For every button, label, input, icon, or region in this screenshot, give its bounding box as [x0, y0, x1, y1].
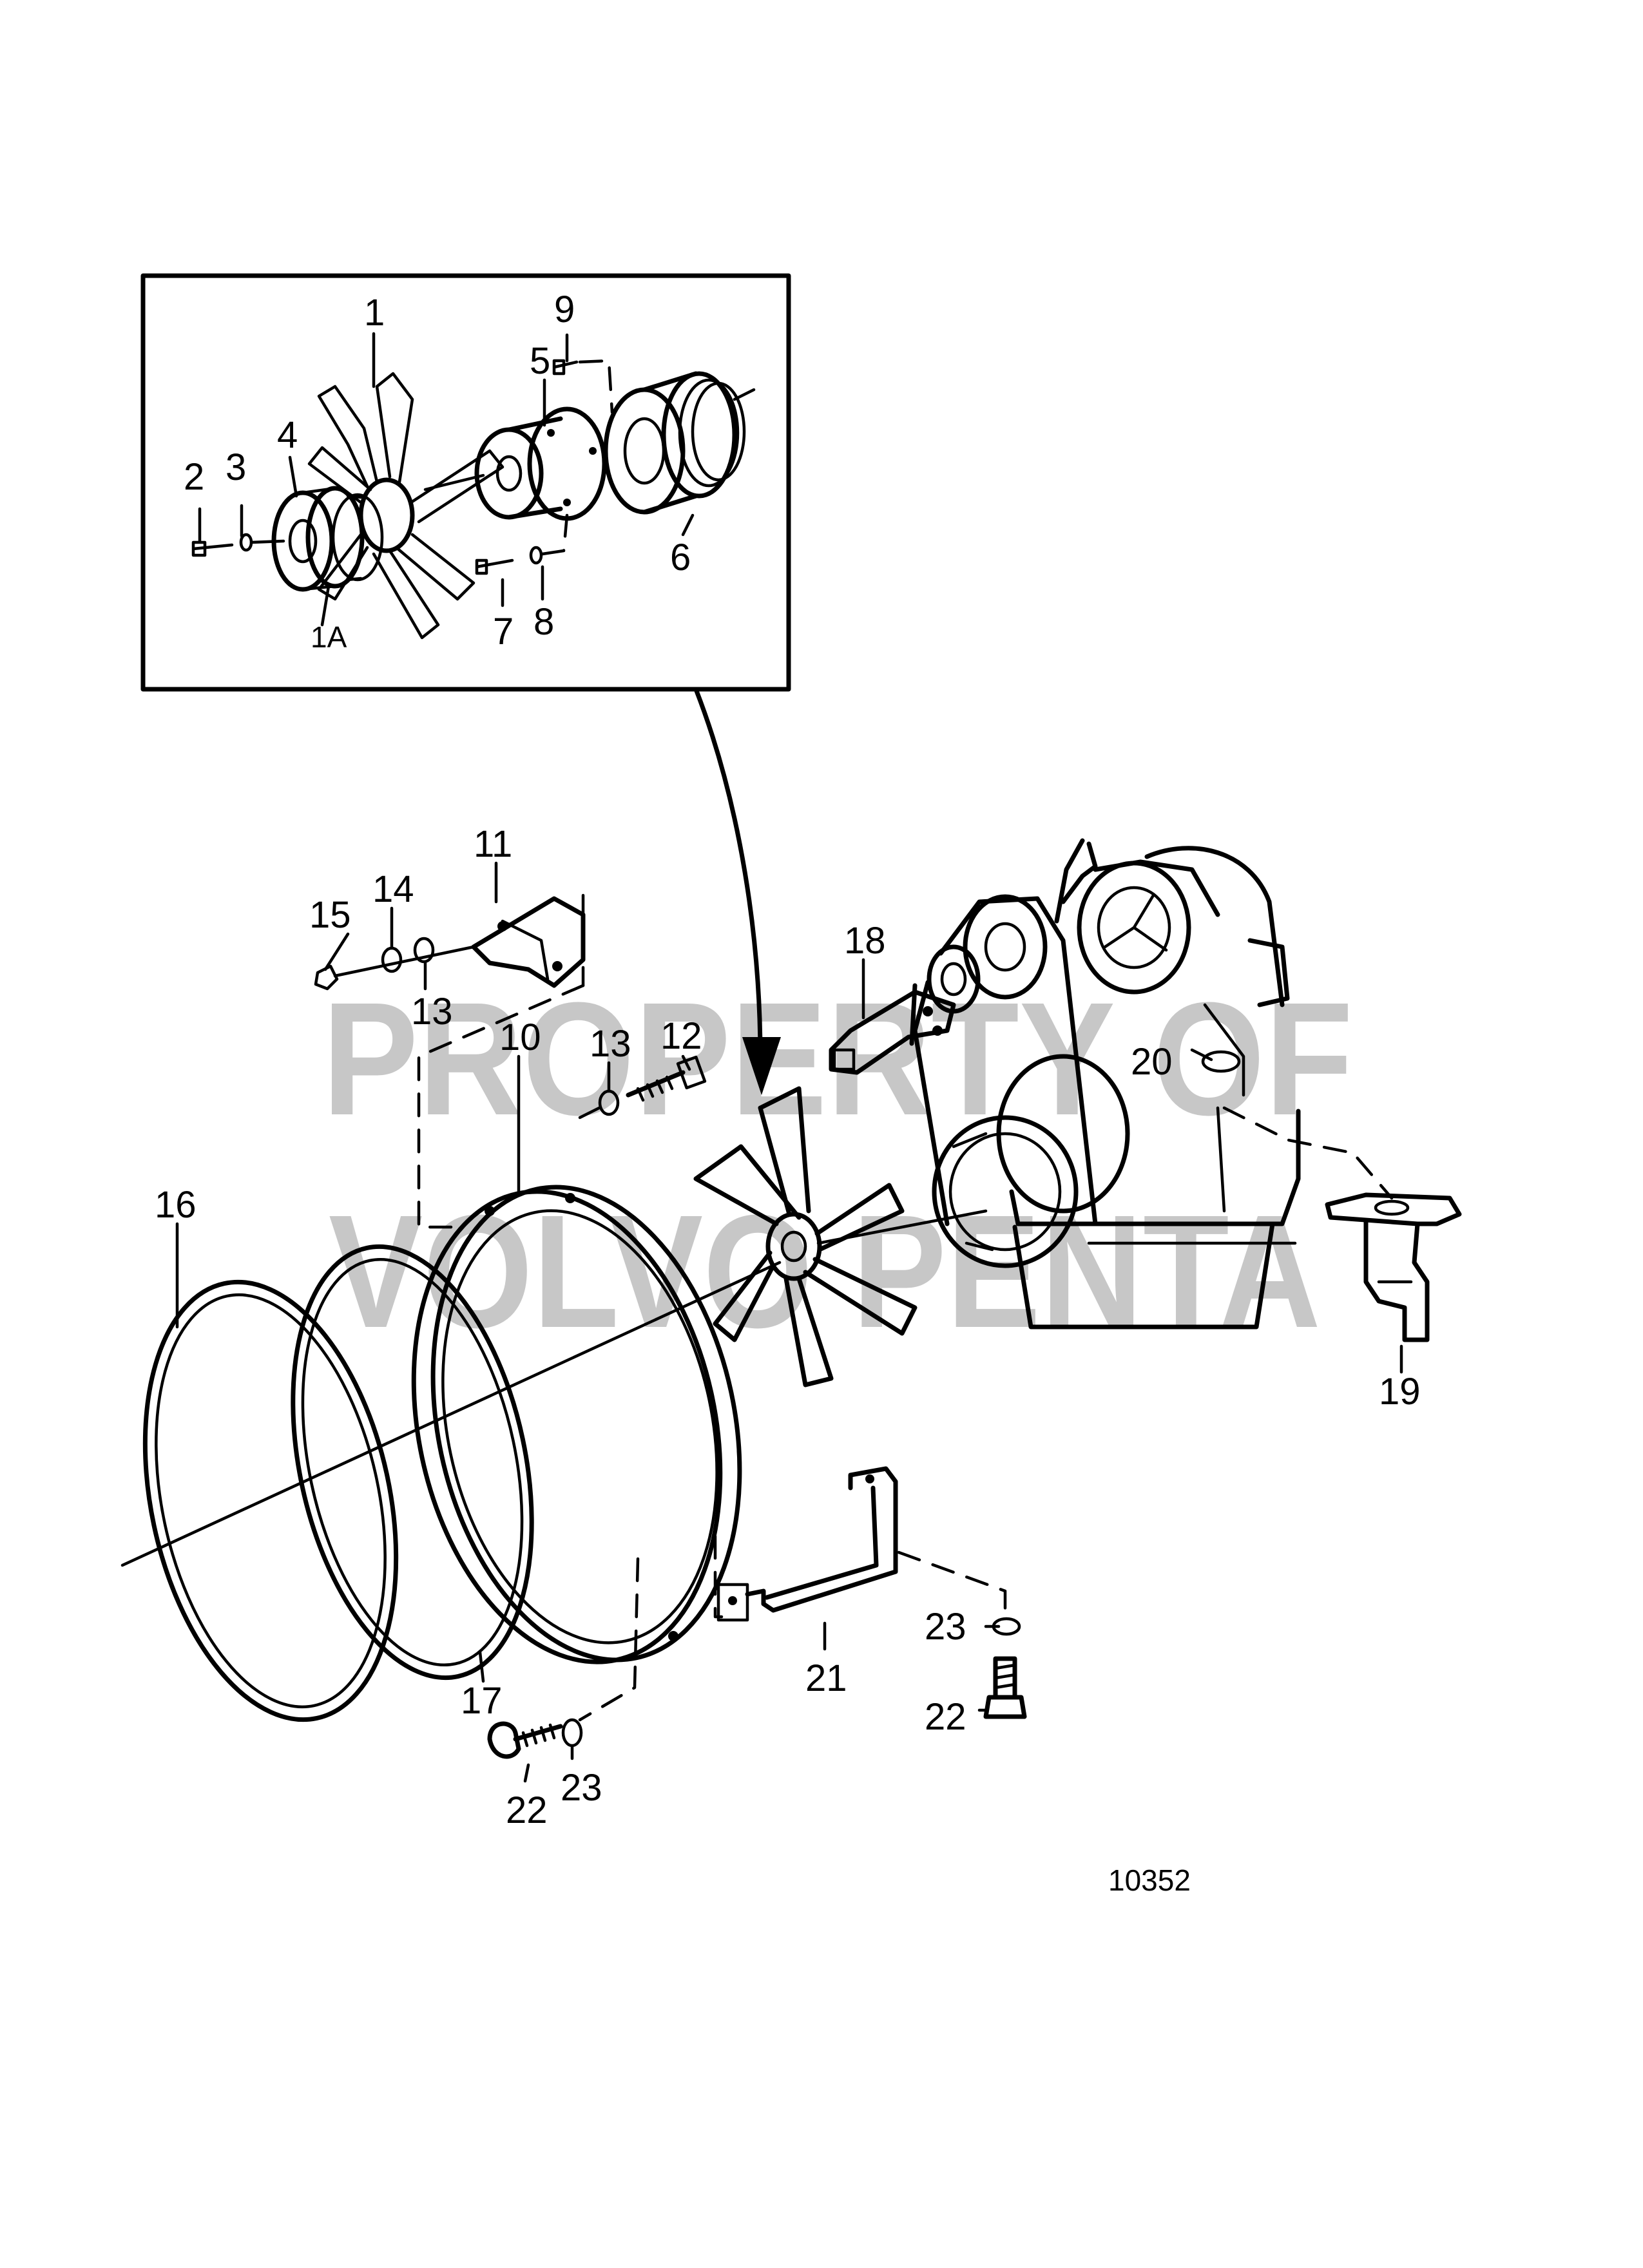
- callout-23b: 23: [561, 1767, 602, 1809]
- callout-9: 9: [554, 289, 575, 330]
- watermark-line-2: VOLVO PENTA: [329, 1181, 1321, 1361]
- callout-19: 19: [1379, 1371, 1421, 1413]
- watermark-line-1: PROPERTY OF: [322, 969, 1353, 1148]
- bolt-22-right: [983, 1656, 1027, 1719]
- seal-ring-16: [142, 1279, 399, 1722]
- callout-15: 15: [309, 894, 351, 936]
- washer-13-upper: [413, 937, 435, 964]
- inset-washer-8: [529, 546, 543, 565]
- callout-2: 2: [184, 456, 204, 498]
- callout-20: 20: [1131, 1041, 1173, 1083]
- callout-1: 1: [364, 292, 385, 334]
- callout-12: 12: [660, 1015, 702, 1057]
- inset-bolt: [191, 540, 234, 557]
- callout-8: 8: [533, 601, 554, 643]
- callout-23a: 23: [925, 1606, 966, 1648]
- callout-22a: 22: [925, 1696, 966, 1738]
- callout-10: 10: [499, 1016, 541, 1058]
- inset-bolt-9: [552, 359, 579, 376]
- callout-3: 3: [226, 446, 246, 488]
- seal-ring-17: [291, 1244, 534, 1681]
- inset-detail-box: [140, 273, 791, 692]
- inset-fan-blade: [307, 372, 504, 640]
- callout-22b: 22: [506, 1789, 548, 1831]
- watermark: PROPERTY OF VOLVO PENTA: [322, 969, 1353, 1361]
- fan: [693, 1086, 988, 1387]
- callout-7: 7: [493, 611, 514, 653]
- center-axis: [120, 1261, 782, 1567]
- pointer-arrow: [693, 687, 763, 1059]
- washer-23-left: [561, 1718, 583, 1748]
- bolt-22-left: [487, 1721, 563, 1759]
- callout-16: 16: [155, 1184, 197, 1226]
- water-pump: [1077, 859, 1220, 995]
- callout-13b: 13: [590, 1023, 631, 1065]
- callout-13a: 13: [411, 991, 453, 1033]
- bracket-18: [829, 989, 956, 1075]
- callout-labels: 1 1A 2 3 4 5 6 7 8 9 10 11 12 13 13 14 1…: [155, 289, 1421, 1831]
- bolt-12: [626, 1055, 707, 1102]
- fan-shroud: [411, 1185, 742, 1664]
- inset-bolt-7: [475, 558, 514, 575]
- outlet-pipe-19: [1325, 1192, 1462, 1342]
- belt-drive: [909, 894, 1130, 1268]
- callout-11: 11: [474, 823, 512, 865]
- callout-6: 6: [670, 537, 691, 578]
- guard-11: [471, 893, 586, 988]
- engine-block: [1009, 838, 1301, 1329]
- callout-18: 18: [844, 920, 886, 962]
- washer-14: [381, 946, 403, 973]
- inset-clutch: [603, 371, 756, 515]
- callout-21: 21: [805, 1657, 847, 1699]
- callout-5: 5: [530, 340, 550, 382]
- callout-1a: 1A: [311, 620, 347, 654]
- inset-hub: [423, 406, 607, 521]
- callout-17: 17: [461, 1680, 503, 1722]
- callout-14: 14: [372, 868, 414, 910]
- support-bar-21: [716, 1466, 898, 1622]
- figure-number: 10352: [1108, 1863, 1191, 1897]
- gasket-20: [1201, 1050, 1241, 1073]
- callout-4: 4: [277, 414, 298, 456]
